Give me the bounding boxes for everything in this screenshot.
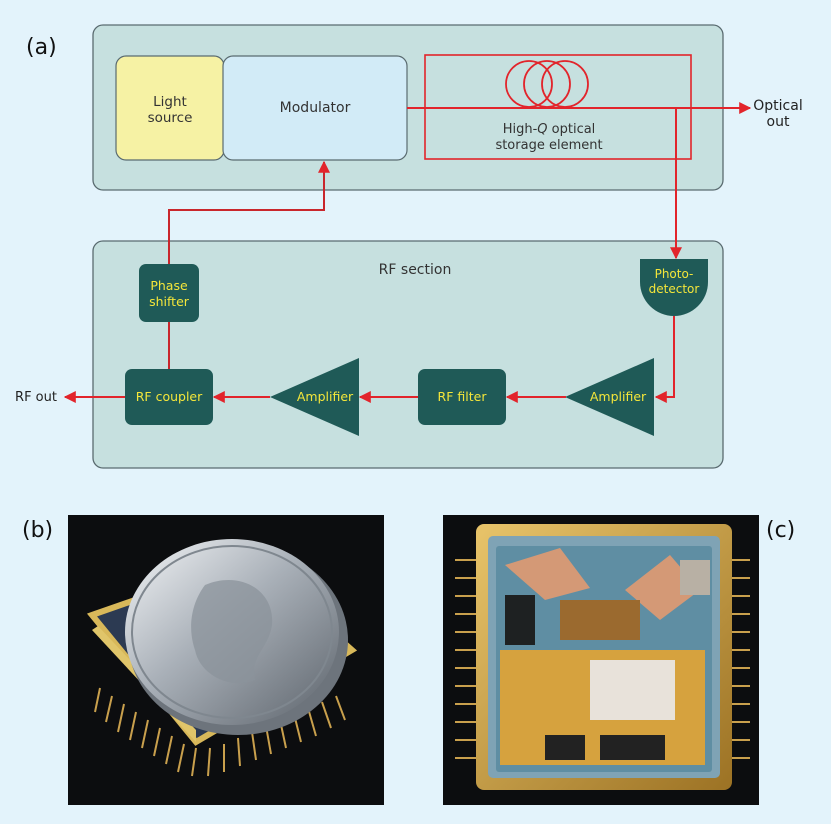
rf-out-label: RF out [15, 390, 57, 405]
photodetector-label-2: detector [649, 282, 700, 296]
rf-filter-label: RF filter [438, 389, 488, 404]
amplifier-right-label: Amplifier [590, 389, 647, 404]
panel-label-c: (c) [766, 518, 795, 543]
rf-filter-block [418, 369, 506, 425]
photo-c-package-interior [443, 515, 759, 805]
panel-label-b: (b) [22, 518, 53, 543]
optical-out-label-1: Optical [753, 98, 802, 114]
signal-paths [63, 108, 682, 403]
photodetector-label-1: Photo- [655, 267, 694, 281]
storage-label-2: storage element [495, 138, 602, 153]
amplifier-right-block [565, 358, 654, 436]
phase-shifter-label-1: Phase [150, 278, 188, 293]
rf-section [92, 240, 724, 469]
modulator-label: Modulator [280, 100, 351, 116]
amplifier-left-label: Amplifier [297, 389, 354, 404]
path-photodetector-to-amplifier [654, 316, 675, 403]
rf-coupler-label: RF coupler [136, 389, 203, 404]
photo-b-coin-on-package [68, 515, 384, 805]
phase-shifter-block [139, 264, 199, 322]
storage-label-1: High-Q optical [503, 122, 596, 137]
rf-section-title: RF section [379, 262, 452, 278]
light-source-label-2: source [148, 110, 193, 126]
amplifier-left-block [270, 358, 359, 436]
feedback-path [168, 160, 330, 369]
phase-shifter-label-2: shifter [149, 294, 190, 309]
optical-out-label-2: out [767, 114, 790, 130]
rf-coupler-block [125, 369, 213, 425]
light-source-label-1: Light [153, 94, 187, 110]
panel-label-a: (a) [26, 35, 57, 60]
photodetector-block [640, 259, 708, 316]
